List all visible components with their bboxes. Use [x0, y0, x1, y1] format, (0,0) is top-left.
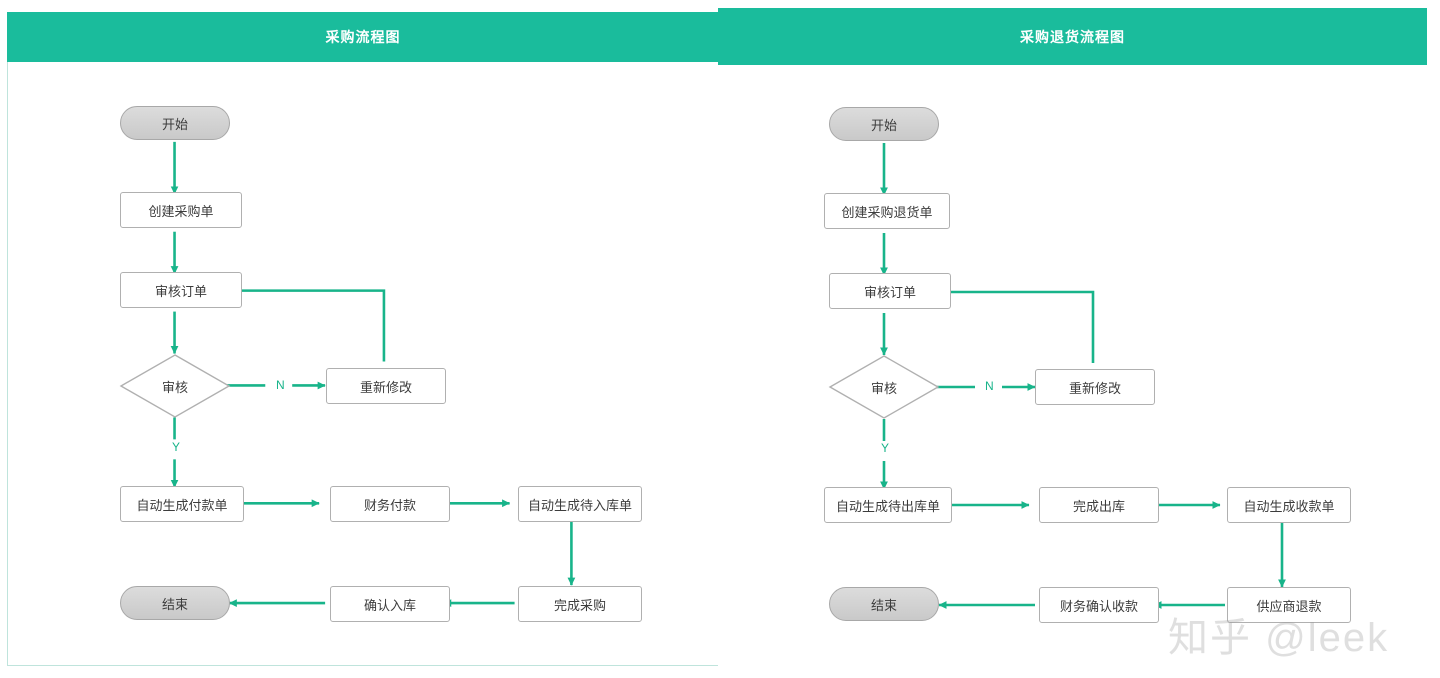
node-generate-receipt-order-label: 自动生成收款单	[1243, 498, 1335, 514]
node-create-return-order[interactable]: 创建采购退货单	[824, 193, 950, 229]
panel-purchase-flow: 采购流程图	[7, 12, 719, 666]
node-audit-decision[interactable]: 审核	[119, 354, 231, 418]
node-finish-outstock-label: 完成出库	[1072, 498, 1125, 514]
node-confirm-instock-label: 确认入库	[363, 597, 416, 613]
node-generate-pending-instock[interactable]: 自动生成待入库单	[518, 486, 642, 522]
node-start-label: 开始	[870, 117, 897, 133]
node-audit-order-label: 审核订单	[154, 283, 207, 299]
node-finance-confirm-receipt[interactable]: 财务确认收款	[1039, 587, 1159, 623]
node-start-label: 开始	[161, 116, 188, 132]
node-generate-payment-order[interactable]: 自动生成付款单	[120, 486, 244, 522]
diamond-icon	[119, 354, 231, 418]
node-finish-outstock[interactable]: 完成出库	[1039, 487, 1159, 523]
purchase-return-flow-connectors	[880, 143, 1286, 609]
diamond-icon	[828, 355, 940, 419]
node-generate-pending-outstock[interactable]: 自动生成待出库单	[824, 487, 952, 523]
node-audit-decision[interactable]: 审核	[828, 355, 940, 419]
node-revise[interactable]: 重新修改	[1035, 369, 1155, 405]
panel-purchase-return-flow-body: 开始 创建采购退货单 审核订单 审核 重新修改	[718, 65, 1427, 666]
edge-label-yes: Y	[879, 441, 892, 455]
node-supplier-refund-label: 供应商退款	[1256, 598, 1322, 614]
node-generate-pending-outstock-label: 自动生成待出库单	[835, 498, 940, 514]
node-confirm-instock[interactable]: 确认入库	[330, 586, 450, 622]
panel-purchase-flow-header: 采购流程图	[7, 12, 719, 62]
node-end-label: 结束	[870, 597, 897, 613]
node-revise-label: 重新修改	[1068, 380, 1121, 396]
node-start[interactable]: 开始	[120, 106, 230, 140]
node-generate-pending-instock-label: 自动生成待入库单	[527, 497, 632, 513]
node-audit-order[interactable]: 审核订单	[829, 273, 951, 309]
panel-purchase-return-flow-header: 采购退货流程图	[718, 8, 1427, 65]
node-audit-decision-label: 审核	[870, 380, 897, 396]
node-finance-payment[interactable]: 财务付款	[330, 486, 450, 522]
node-revise-label: 重新修改	[359, 379, 412, 395]
node-end[interactable]: 结束	[829, 587, 939, 621]
purchase-flow-canvas: 开始 创建采购单 审核订单 审核 重新修改	[8, 62, 718, 665]
edge-label-yes: Y	[170, 440, 183, 454]
purchase-flow-connectors	[170, 141, 576, 607]
node-end-label: 结束	[161, 596, 188, 612]
node-generate-payment-order-label: 自动生成付款单	[136, 497, 228, 513]
purchase-return-flow-canvas: 开始 创建采购退货单 审核订单 审核 重新修改	[718, 65, 1427, 666]
node-audit-order-label: 审核订单	[863, 284, 916, 300]
edge-label-no: N	[274, 378, 287, 392]
node-finance-payment-label: 财务付款	[363, 497, 416, 513]
panel-purchase-flow-title: 采购流程图	[325, 29, 401, 45]
panel-purchase-flow-body: 开始 创建采购单 审核订单 审核 重新修改	[7, 62, 719, 666]
node-start[interactable]: 开始	[829, 107, 939, 141]
panel-purchase-return-flow-title: 采购退货流程图	[1020, 28, 1125, 45]
panel-purchase-return-flow: 采购退货流程图	[718, 8, 1427, 666]
node-audit-order[interactable]: 审核订单	[120, 272, 242, 308]
node-end[interactable]: 结束	[120, 586, 230, 620]
node-audit-decision-label: 审核	[161, 379, 188, 395]
node-revise[interactable]: 重新修改	[326, 368, 446, 404]
node-create-purchase-order-label: 创建采购单	[148, 203, 214, 219]
node-generate-receipt-order[interactable]: 自动生成收款单	[1227, 487, 1351, 523]
node-finish-purchase[interactable]: 完成采购	[518, 586, 642, 622]
node-supplier-refund[interactable]: 供应商退款	[1227, 587, 1351, 623]
node-finance-confirm-receipt-label: 财务确认收款	[1059, 598, 1138, 614]
node-finish-purchase-label: 完成采购	[553, 597, 606, 613]
node-create-return-order-label: 创建采购退货单	[841, 204, 933, 220]
edge-label-no: N	[983, 379, 996, 393]
node-create-purchase-order[interactable]: 创建采购单	[120, 192, 242, 228]
